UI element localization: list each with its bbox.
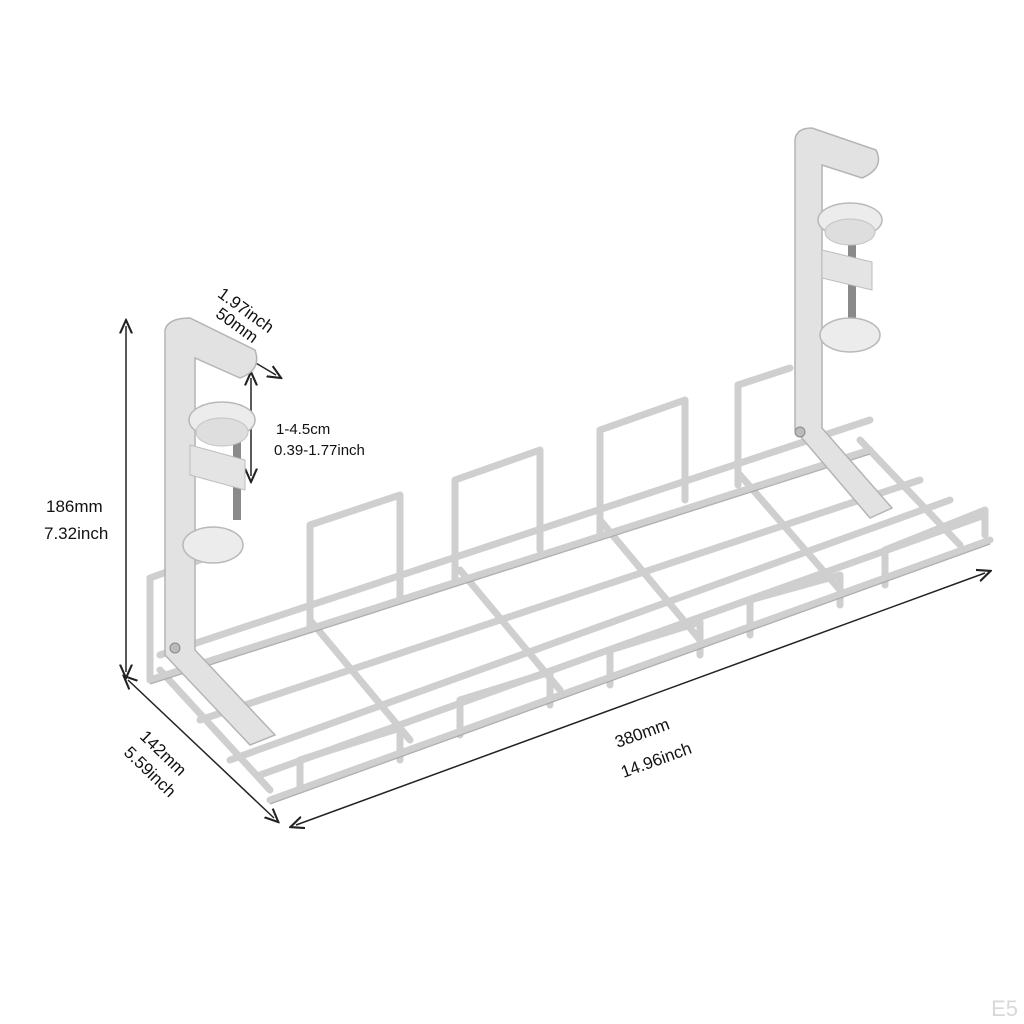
- left-clamp: [164, 317, 277, 746]
- height-metric-label: 186mm: [46, 497, 103, 516]
- wire-basket: [146, 364, 994, 804]
- length-dimension-line: [296, 573, 985, 825]
- clamp-range-imperial-label: 0.39-1.77inch: [274, 442, 365, 459]
- watermark: E5: [991, 996, 1018, 1021]
- height-imperial-label: 7.32inch: [44, 524, 109, 543]
- width-dimension-line: [128, 680, 274, 818]
- right-clamp: [794, 127, 894, 519]
- clamp-range-metric-label: 1-4.5cm: [276, 421, 331, 438]
